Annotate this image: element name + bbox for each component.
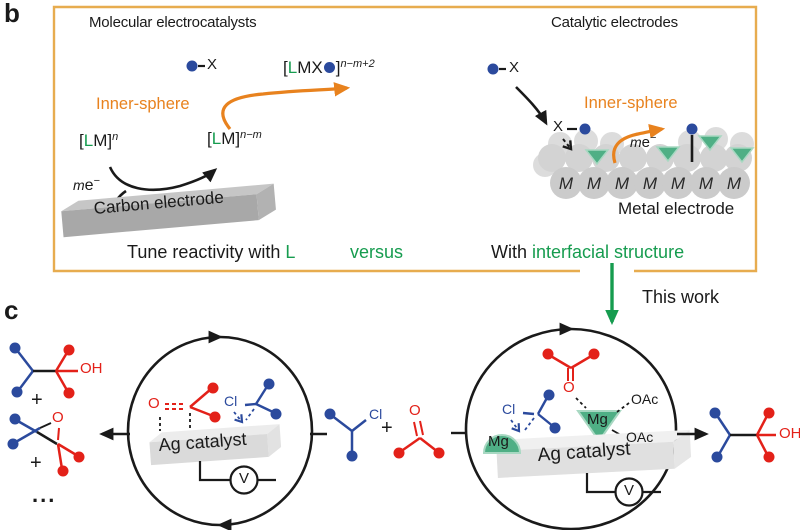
reactant-o-label: O — [409, 402, 421, 419]
plus-sign-reactants: + — [381, 417, 393, 439]
electron-label-right: me− — [630, 131, 657, 151]
reduced-complex-formula: [LM]n−m — [207, 128, 262, 148]
metal-atom-cluster: M M M M M M M — [533, 127, 755, 199]
adsorbed-anion-triangles — [584, 135, 755, 166]
inner-sphere-label-left: Inner-sphere — [96, 95, 190, 113]
epoxide-o-label: O — [52, 409, 64, 426]
mg-triangle-site — [576, 410, 622, 443]
o-label-right-cycle: O — [563, 379, 575, 396]
voltmeter-right — [585, 473, 661, 507]
product-oh-label-right: OH — [779, 425, 800, 442]
metal-electrode-label: Metal electrode — [618, 199, 735, 218]
cl-label-left-cycle: Cl — [224, 393, 238, 409]
substrate-molecule-right — [487, 63, 506, 75]
adsorbed-acetate-left — [159, 382, 221, 431]
initial-complex-formula: [LM]n — [79, 130, 119, 150]
carboxylate-in-right-cycle — [542, 348, 600, 381]
oac-top-label: OAc — [631, 391, 659, 407]
svg-text:M: M — [587, 174, 602, 193]
oxidized-complex-formula: [LMX]n−m+2 — [283, 57, 375, 77]
ag-catalyst-slab-left — [149, 424, 282, 466]
svg-text:M: M — [643, 174, 658, 193]
mg-complex-label: Mg — [587, 411, 608, 428]
adsorbed-product — [686, 123, 698, 162]
panel-b-box — [52, 5, 758, 273]
inner-sphere-arrow-right — [612, 124, 666, 164]
svg-text:M: M — [699, 174, 714, 193]
product-epoxide-left — [7, 413, 85, 477]
substrate-x-label-right: X — [509, 59, 520, 76]
inner-sphere-label-right: Inner-sphere — [584, 94, 678, 112]
reduction-arrow-left — [108, 166, 218, 192]
product-alcohol-left — [9, 342, 78, 399]
svg-text:M: M — [671, 174, 686, 193]
svg-text:M: M — [559, 174, 574, 193]
this-work-label: This work — [642, 287, 720, 307]
voltmeter-label-left: V — [239, 470, 250, 487]
mg-adatom-label: Mg — [488, 433, 509, 450]
surface-x-label: X — [553, 118, 564, 135]
cl-label-right-cycle: Cl — [502, 401, 516, 417]
surface-bound-substrate — [562, 123, 591, 151]
caption-left: Tune reactivity with L — [127, 242, 296, 262]
electron-label-left: me− — [73, 174, 101, 194]
o-mg-dashed-bond — [575, 397, 587, 409]
mg-adatom-dome — [482, 434, 522, 454]
substrate-dot — [186, 60, 198, 72]
reactant-alkyl-chloride — [324, 408, 367, 462]
plus-sign-1: + — [31, 389, 43, 411]
voltmeter-label-right: V — [624, 482, 635, 499]
approach-arrow-right — [515, 86, 548, 126]
panel-c-label: c — [4, 295, 19, 325]
plus-sign-2: + — [30, 452, 42, 474]
metal-atom-labels: M M M M M M M — [559, 174, 742, 193]
left-cycle-circle — [126, 330, 314, 530]
ellipsis-more-products: ... — [32, 482, 57, 507]
alkyl-chloride-left-cycle — [233, 378, 282, 424]
reactant-carboxylate — [393, 420, 445, 459]
alkyl-chloride-right-cycle — [510, 389, 561, 434]
substrate-x-label-left: X — [207, 56, 218, 73]
svg-text:M: M — [615, 174, 630, 193]
product-oh-label-left: OH — [80, 360, 103, 377]
substrate-molecule-left — [186, 60, 205, 72]
catalytic-title: Catalytic electrodes — [551, 14, 678, 31]
caption-right: With interfacial structure — [491, 242, 685, 262]
oac-bottom-label: OAc — [626, 429, 654, 445]
svg-text:M: M — [727, 174, 742, 193]
mg-oac-top-bond — [616, 402, 630, 413]
ag-catalyst-slab-right — [496, 429, 692, 478]
bound-substrate-dot — [323, 62, 335, 73]
panel-b-label: b — [4, 0, 20, 28]
reactant-cl-label: Cl — [369, 406, 383, 422]
voltmeter-left — [198, 461, 276, 495]
acetate-o-label-left-cycle: O — [148, 395, 160, 412]
molecular-title: Molecular electrocatalysts — [89, 14, 257, 31]
inner-sphere-arrow-left — [221, 82, 351, 131]
product-alcohol-right — [709, 407, 776, 463]
versus-label: versus — [350, 242, 404, 262]
carbon-electrode-slab — [61, 183, 276, 238]
